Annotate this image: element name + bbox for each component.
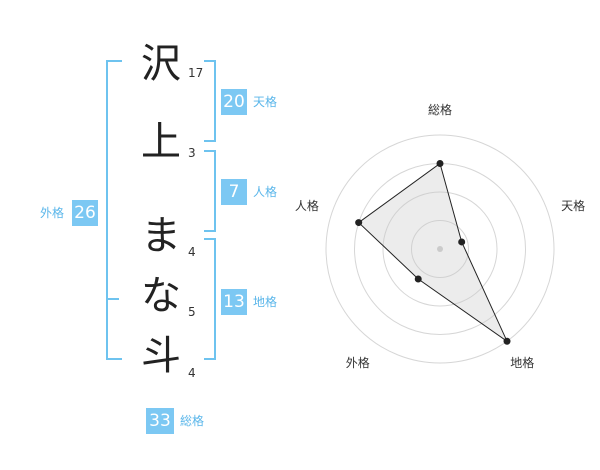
chikaku-value: 13 — [221, 289, 247, 315]
gaikaku-bracket-tick — [107, 298, 119, 300]
radar-ring-1 — [411, 220, 469, 278]
stroke-count-2: 3 — [188, 146, 196, 160]
soukaku-value: 33 — [146, 408, 174, 434]
radar-axis-label-3: 地格 — [510, 355, 535, 370]
radar-center — [437, 246, 443, 252]
radar-point-3 — [503, 337, 511, 345]
tenkaku-value: 20 — [221, 89, 247, 115]
name-char-1: 沢 — [141, 41, 181, 87]
chikaku-label: 地格 — [253, 295, 278, 309]
radar-axis-label-2: 天格 — [561, 199, 586, 214]
radar-ring-4 — [325, 134, 555, 364]
name-char-3: ま — [141, 213, 181, 259]
tenkaku-label: 天格 — [253, 95, 278, 109]
radar-point-5 — [355, 219, 363, 227]
radar-point-2 — [458, 238, 466, 246]
radar-ring-2 — [382, 191, 498, 307]
jinkaku-value: 7 — [221, 179, 247, 205]
jinkaku-label: 人格 — [253, 185, 278, 199]
radar-axis-label-1: 総格 — [428, 102, 453, 117]
radar-point-1 — [436, 160, 444, 167]
tenkaku-bracket — [204, 60, 216, 142]
gaikaku-value: 26 — [72, 200, 98, 226]
radar-axis-label-4: 外格 — [345, 355, 370, 370]
radar-axis-label-5: 人格 — [294, 199, 319, 214]
name-char-4: な — [141, 273, 181, 319]
stroke-count-3: 4 — [188, 245, 196, 259]
stroke-count-4: 5 — [188, 305, 196, 319]
chikaku-bracket — [204, 238, 216, 360]
name-char-5: 斗 — [141, 333, 181, 379]
gaikaku-label: 外格 — [40, 206, 65, 220]
jinkaku-bracket — [204, 150, 216, 232]
gaikaku-bracket — [106, 60, 122, 360]
soukaku-label: 総格 — [180, 414, 205, 428]
stroke-count-5: 4 — [188, 366, 196, 380]
radar-point-4 — [414, 275, 422, 283]
name-char-2: 上 — [141, 119, 181, 165]
radar-polygon — [357, 162, 509, 343]
stroke-count-1: 17 — [188, 66, 204, 80]
